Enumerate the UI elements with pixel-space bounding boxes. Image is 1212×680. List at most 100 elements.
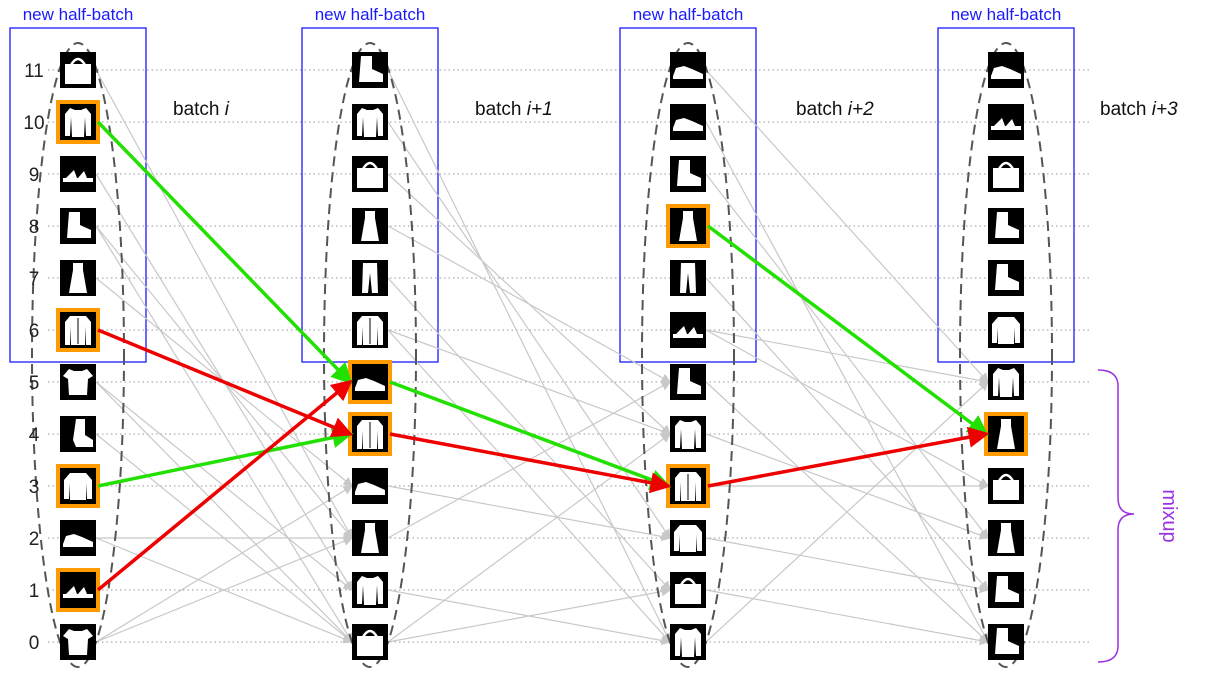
dress-icon [988,520,1024,556]
ankle-boot-icon [988,260,1024,296]
green-mixup-arrow [96,120,353,385]
sample-flow-arrow [95,433,353,643]
sample-flow-arrow [705,121,989,644]
sample-flow-arrow [387,173,671,435]
row-index-label: 0 [29,633,40,654]
sample-flow-arrow [387,69,671,644]
shirt-icon [988,364,1024,400]
sample-flow-arrow [705,329,990,487]
sandal-icon [60,156,96,192]
coat-icon [670,468,706,504]
sample-flow-arrow [387,329,671,643]
shirt-icon [352,572,388,608]
red-mixup-arrow [96,379,353,592]
batch-label: batch i [173,99,230,120]
half-batch-header: new half-batch [951,5,1062,24]
pullover-icon [670,520,706,556]
shirt-icon [670,624,706,660]
sample-flow-arrow [95,69,353,540]
half-batch-box [619,27,757,363]
shirt-icon [352,104,388,140]
labels: new half-batch new half-batch new half-bat… [23,5,1180,663]
sample-flow-arrow [95,381,353,643]
sample-flow-arrow [387,589,672,646]
sneaker-icon [352,364,388,400]
row-index-label: 3 [29,477,40,498]
row-index-label: 2 [29,529,40,550]
sneaker-icon [670,104,706,140]
sample-icons [56,52,1028,660]
dress-icon [988,416,1024,452]
pullover-icon [988,312,1024,348]
sample-flow-arrow [705,537,990,594]
sample-flow-arrow [95,485,354,643]
bag-icon [670,572,706,608]
row-index-label: 6 [29,321,40,342]
coat-icon [60,312,96,348]
coat-icon [352,416,388,452]
sample-flow-arrow [95,225,353,644]
green-mixup-arrow [97,427,354,488]
mixup-label: mixup [1158,489,1180,542]
gray-arrows [95,69,990,646]
green-mixup-arrow [389,380,672,490]
half-batch-header: new half-batch [315,5,426,24]
batch-label: batch i+2 [796,99,874,120]
row-index-label: 8 [29,217,40,238]
row-index-label: 4 [29,425,40,446]
ankle-boot-icon [670,156,706,192]
bag-icon [352,156,388,192]
sneaker-icon [352,468,388,504]
ankle-boot-icon [670,364,706,400]
red-mixup-arrow [97,328,354,438]
batch-ellipse [959,42,1053,668]
row-index-label: 7 [29,269,40,290]
ankle-boot-icon [988,572,1024,608]
dress-icon [352,520,388,556]
row-index-label: 11 [24,61,44,82]
batch-ellipse [641,42,735,668]
red-mixup-arrow [389,432,672,494]
row-gridlines [48,69,1090,643]
pullover-icon [60,468,96,504]
sample-flow-arrow [387,485,672,542]
sample-flow-arrow [387,121,671,539]
half-batch-header: new half-batch [633,5,744,24]
ankle-boot-icon [988,208,1024,244]
sample-flow-arrow [387,433,671,643]
green-mixup-arrow [706,224,989,437]
sneaker-icon [670,52,706,88]
trouser-icon [670,260,706,296]
bag-icon [60,52,96,88]
ankle-boot-icon [60,208,96,244]
row-index-label: 10 [23,113,44,134]
batch-label: batch i+3 [1100,99,1178,120]
sample-flow-arrow [387,329,672,436]
coat-icon [352,312,388,348]
sandal-icon [988,104,1024,140]
ankle-boot-icon [988,624,1024,660]
sample-flow-arrow [705,277,989,591]
highlighted-arrows [96,120,990,592]
red-mixup-arrow [707,426,990,488]
sandal-icon [670,312,706,348]
dress-icon [60,260,96,296]
sneaker-icon [988,52,1024,88]
trouser-icon [352,260,388,296]
dress-icon [670,208,706,244]
row-index-label: 1 [29,581,40,602]
bag-icon [352,624,388,660]
sandal-icon [60,572,96,608]
row-index-label: 5 [29,373,40,394]
sample-flow-arrow [705,69,989,383]
shirt-icon [670,416,706,452]
tshirt-icon [60,364,96,400]
bag-icon [988,468,1024,504]
batch-label: batch i+1 [475,99,553,120]
bag-icon [988,156,1024,192]
dress-icon [352,208,388,244]
row-index-label: 9 [29,165,40,186]
batch-ellipse [31,42,125,668]
half-batch-header: new half-batch [23,5,134,24]
